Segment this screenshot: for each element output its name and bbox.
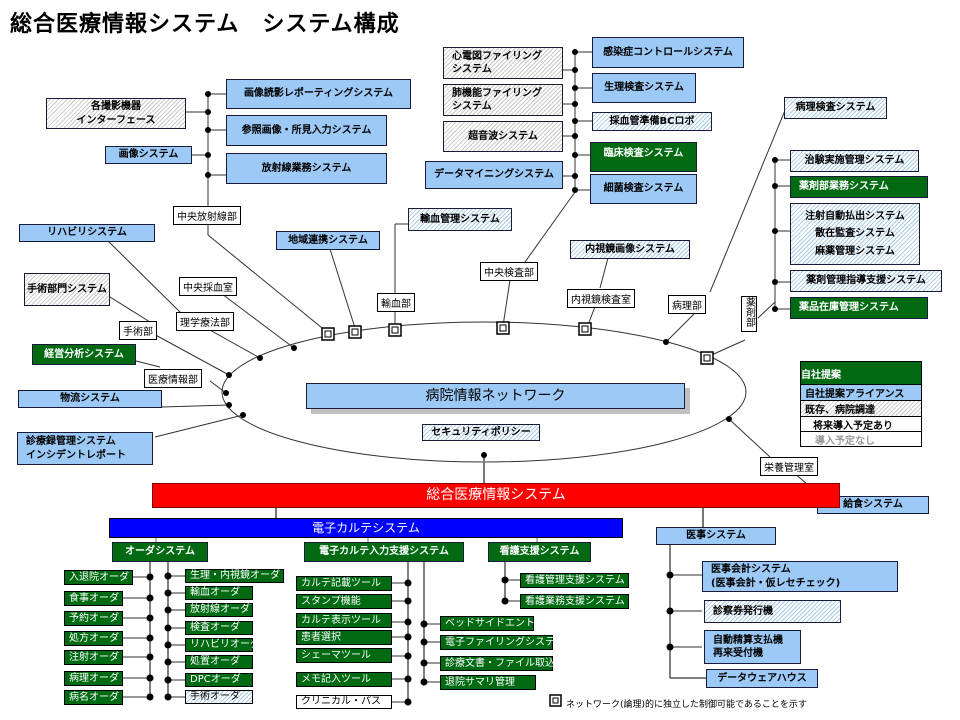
- dept-label-pharmacy-text: 薬剤部: [743, 297, 755, 327]
- image-reading-report-system[interactable]: 画像読影レポーティングシステム: [226, 79, 411, 109]
- dept-label-pharmacy: 薬剤部: [741, 296, 757, 332]
- order-item[interactable]: 生理・内視鏡オーダ: [185, 569, 284, 583]
- logistics-system[interactable]: 物流システム: [18, 390, 162, 408]
- imaging-device-interface[interactable]: 各撮影機器 インターフェース: [46, 98, 186, 129]
- order-item[interactable]: 予約オーダ: [64, 611, 123, 626]
- junction-dots: [146, 49, 778, 706]
- medical-records-system[interactable]: 診療録管理システム インシデントレポート: [17, 432, 153, 465]
- dept-label-surgery: 手術部: [119, 321, 157, 340]
- legend-not-planned: 導入予定なし: [800, 431, 922, 447]
- input-tool-item[interactable]: 退院サマリ管理: [440, 675, 536, 690]
- dept-label-nutrition: 栄養管理室: [760, 457, 818, 476]
- dept-label-radiology: 中央放射線部: [173, 206, 241, 225]
- input-tool-item[interactable]: 電子ファイリングシステム: [440, 635, 565, 650]
- order-item[interactable]: 処方オーダ: [64, 631, 123, 646]
- ultrasound-system[interactable]: 超音波システム: [443, 121, 563, 152]
- legend-future: 将来導入予定あり: [800, 416, 922, 432]
- input-tool-item[interactable]: クリニカル・パス: [296, 695, 392, 709]
- order-item[interactable]: 輸血オーダ: [185, 586, 253, 600]
- core-hospital-system[interactable]: 総合医療情報システム: [152, 483, 840, 508]
- hospital-network[interactable]: 病院情報ネットワーク: [306, 383, 685, 409]
- legend-existing: 既存、病院調達: [800, 400, 922, 417]
- surgery-dept-system[interactable]: 手術部門システム: [24, 273, 110, 306]
- reference-image-input-system[interactable]: 参照画像・所見入力システム: [226, 115, 387, 146]
- auto-payment-machine[interactable]: 自動精算支払機 再来受付機: [704, 630, 801, 664]
- data-warehouse[interactable]: データウェアハウス: [706, 669, 818, 688]
- page-title: 総合医療情報システム システム構成: [10, 12, 400, 37]
- order-system[interactable]: オーダシステム: [112, 542, 208, 562]
- order-item[interactable]: 病理オーダ: [64, 671, 123, 686]
- dept-label-pathology: 病理部: [668, 295, 706, 314]
- pathology-test-system[interactable]: 病理検査システム: [784, 97, 887, 119]
- order-item[interactable]: 検査オーダ: [185, 621, 253, 635]
- order-item[interactable]: 放射線オーダ: [185, 603, 253, 617]
- blood-tube-robot[interactable]: 採血管準備BCロボ: [592, 112, 712, 131]
- input-tool-item[interactable]: スタンプ機能: [296, 594, 392, 609]
- transfusion-mgmt-system[interactable]: 輸血管理システム: [408, 208, 512, 231]
- order-item[interactable]: 食事オーダ: [64, 591, 123, 606]
- dept-label-physio: 理学療法部: [176, 312, 234, 331]
- ecg-filing-system[interactable]: 心電図ファイリング システム: [443, 47, 563, 79]
- input-tool-item[interactable]: カルテ表示ツール: [296, 613, 392, 628]
- dept-label-medical-info: 医療情報部: [144, 369, 202, 388]
- clinical-lab-system[interactable]: 臨床検査システム: [590, 142, 697, 172]
- radiology-operations-system[interactable]: 放射線業務システム: [226, 153, 387, 184]
- nursing-support-system[interactable]: 看護支援システム: [488, 542, 591, 562]
- input-tool-item[interactable]: 診療文書・ファイル取込: [440, 656, 555, 671]
- ehr-input-support-system[interactable]: 電子カルテ入力支援システム: [304, 542, 464, 562]
- input-tool-item[interactable]: 患者選択: [296, 630, 392, 645]
- firewall-note: ネットワーク(論理)的に独立した制御可能であることを示す: [566, 700, 807, 710]
- input-tool-item[interactable]: メモ記入ツール: [296, 672, 392, 687]
- clinical-trial-system[interactable]: 治験実施管理システム: [790, 150, 919, 172]
- security-policy[interactable]: セキュリティポリシー: [422, 424, 540, 441]
- pharmacy-operations-system[interactable]: 薬剤部業務システム: [790, 176, 928, 198]
- rehab-system[interactable]: リハビリシステム: [19, 224, 155, 242]
- nursing-item[interactable]: 看護業務支援システム: [520, 594, 629, 609]
- nursing-item[interactable]: 看護管理支援システム: [520, 573, 629, 588]
- dept-label-transfusion: 輸血部: [377, 293, 415, 312]
- image-system[interactable]: 画像システム: [105, 146, 192, 164]
- order-item[interactable]: 手術オーダ: [185, 690, 253, 704]
- legend-alliance: 自社提案アライアンス: [800, 384, 922, 401]
- order-item[interactable]: 処置オーダ: [185, 655, 253, 669]
- pharmacy-guidance-system[interactable]: 薬剤管理指導支援システム: [790, 270, 942, 292]
- order-item[interactable]: 病名オーダ: [64, 690, 123, 705]
- order-item[interactable]: 注射オーダ: [64, 650, 123, 665]
- legend-own-proposal: 自社提案: [800, 361, 922, 385]
- dept-label-lab: 中央検査部: [480, 262, 538, 281]
- data-mining-system[interactable]: データマイニングシステム: [425, 161, 563, 189]
- regional-coop-system[interactable]: 地域連携システム: [276, 231, 380, 250]
- input-tool-item[interactable]: シェーマツール: [296, 648, 392, 663]
- order-item[interactable]: リハビリオーダ: [185, 638, 260, 652]
- input-tool-item[interactable]: カルテ記載ツール: [296, 576, 392, 591]
- management-analysis-system[interactable]: 経営分析システム: [32, 344, 136, 365]
- medical-accounting-system[interactable]: 医事会計システム (医事会計・仮レセチェック): [702, 561, 898, 592]
- dept-label-blood-collection: 中央採血室: [179, 277, 237, 296]
- ehr-system[interactable]: 電子カルテシステム: [109, 518, 623, 538]
- drug-inventory-system[interactable]: 薬品在庫管理システム: [790, 297, 928, 319]
- order-item[interactable]: 入退院オーダ: [64, 570, 133, 585]
- bacteria-test-system[interactable]: 細菌検査システム: [590, 174, 697, 204]
- medical-affairs-system[interactable]: 医事システム: [656, 527, 776, 545]
- endoscope-image-system[interactable]: 内視鏡画像システム: [570, 240, 690, 259]
- lung-function-filing-system[interactable]: 肺機能ファイリング システム: [443, 84, 563, 116]
- dept-label-endoscopy: 内視鏡検査室: [567, 289, 635, 308]
- order-item[interactable]: DPCオーダ: [185, 673, 253, 687]
- physiology-test-system[interactable]: 生理検査システム: [592, 73, 696, 103]
- card-issuing-machine[interactable]: 診察券発行機: [704, 600, 841, 623]
- input-tool-item[interactable]: ベッドサイドエントリ: [440, 616, 545, 631]
- infection-control-system[interactable]: 感染症コントロールシステム: [592, 37, 744, 68]
- injection-dispensing-systems[interactable]: 注射自動払出システム 散在監査システム 麻薬管理システム: [790, 203, 920, 265]
